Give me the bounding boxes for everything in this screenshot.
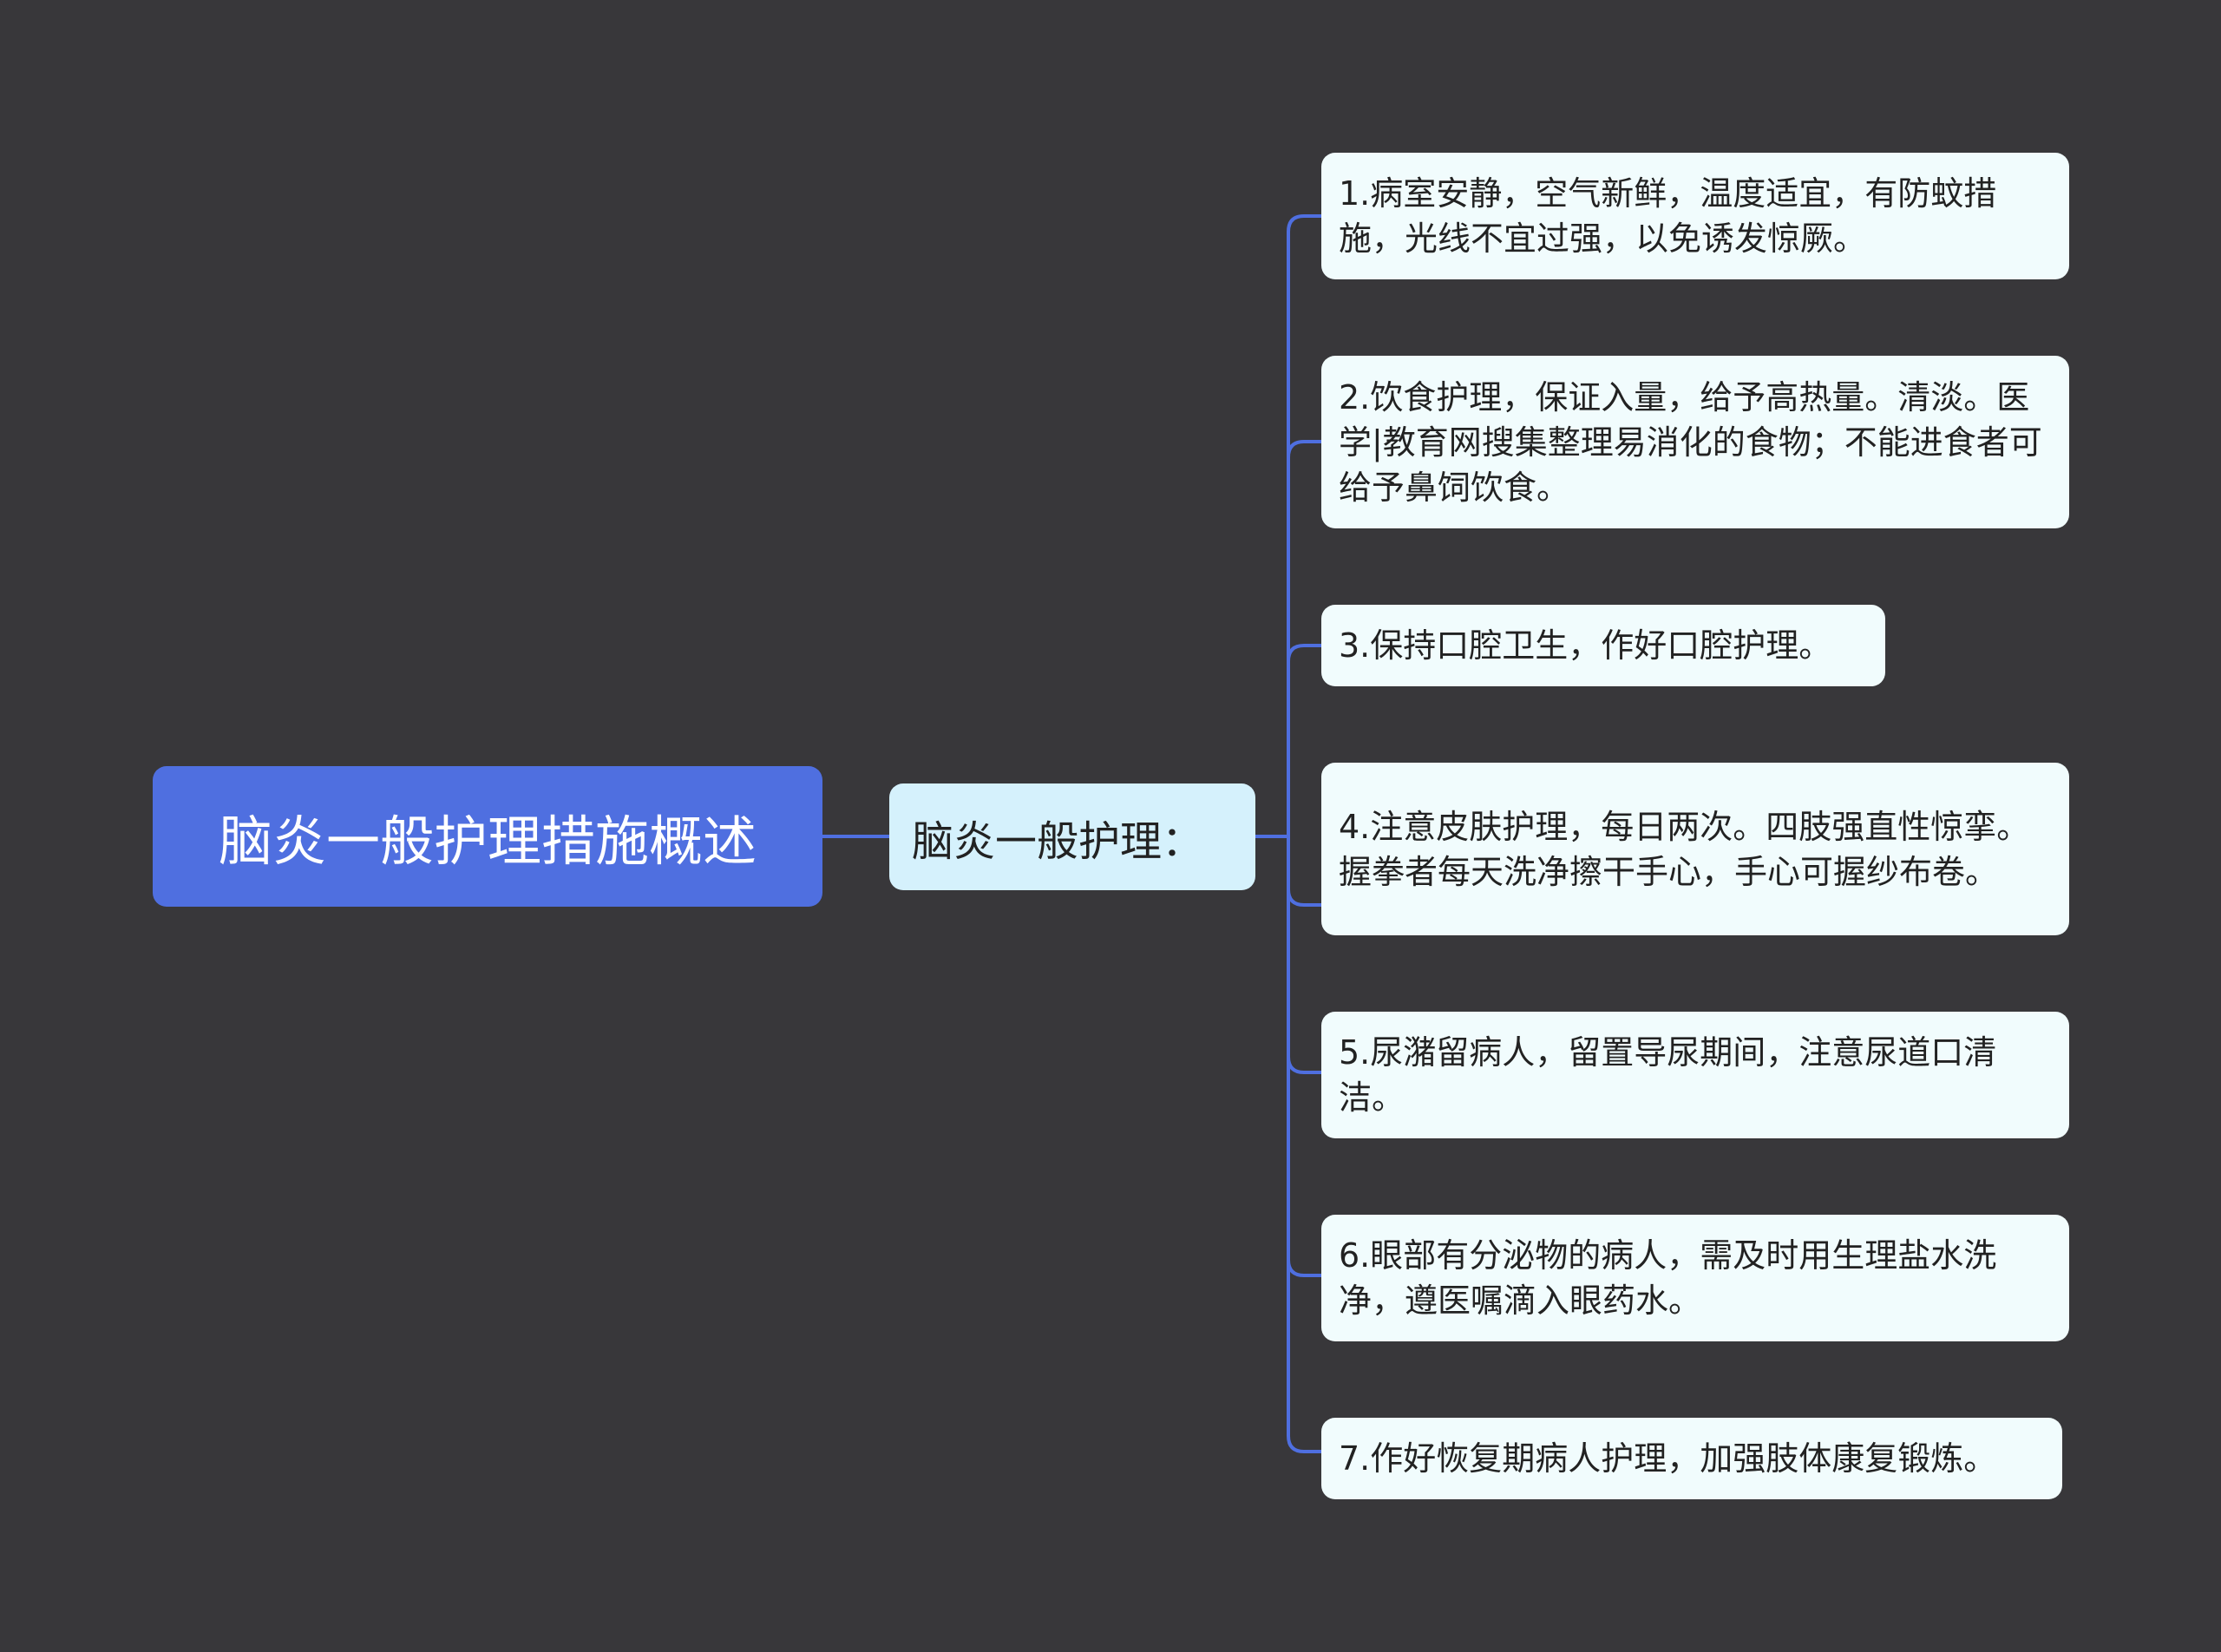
connector-leaf-1 (1287, 214, 1321, 233)
connector-leaf-6 (1287, 1259, 1321, 1277)
connector-leaf-3 (1287, 644, 1321, 662)
leaf-topic-5[interactable]: 5.尿潴留病人，留置导尿期间，注意尿道口清洁。 (1321, 1012, 2069, 1138)
branch-topic[interactable]: 脑炎一般护理： (889, 783, 1255, 890)
connector-leaf-7 (1287, 1435, 1321, 1453)
leaf-topic-label: 7.作好恢复期病人护理，加强肢体康复锻炼。 (1339, 1439, 1997, 1478)
leaf-topic-1[interactable]: 1.病室安静，空气新鲜，温度适宜，有防蚊措施，光线不宜过强，以免诱发惊厥。 (1321, 153, 2069, 279)
connector-leaf-4 (1287, 888, 1321, 907)
root-topic[interactable]: 脑炎一般护理措施概述 (153, 766, 822, 907)
root-topic-label: 脑炎一般护理措施概述 (218, 810, 757, 873)
leaf-topic-2[interactable]: 2.饮食护理，保证入量，给予高热量。清淡。医学|教育网搜集整理易消化的食物；不能… (1321, 356, 2069, 528)
leaf-topic-label: 3.保持口腔卫生，作好口腔护理。 (1339, 626, 1832, 665)
branch-topic-label: 脑炎一般护理： (912, 816, 1204, 866)
leaf-topic-7[interactable]: 7.作好恢复期病人护理，加强肢体康复锻炼。 (1321, 1418, 2062, 1499)
leaf-topic-label: 1.病室安静，空气新鲜，温度适宜，有防蚊措施，光线不宜过强，以免诱发惊厥。 (1339, 174, 1997, 258)
leaf-topic-label: 4.注意皮肤护理，每日两次。四肢强直性惊挛。握拳者每天洗净擦干手心，手心可握纱布… (1339, 807, 2030, 891)
leaf-topic-label: 6.眼部有分泌物的病人，需及时用生理盐水洗净，遵医嘱滴入眼药水。 (1339, 1236, 1997, 1320)
leaf-topic-label: 5.尿潴留病人，留置导尿期间，注意尿道口清洁。 (1339, 1033, 1997, 1117)
leaf-topic-3[interactable]: 3.保持口腔卫生，作好口腔护理。 (1321, 605, 1885, 686)
connector-leaf-5 (1287, 1056, 1321, 1074)
connector-leaf-2 (1287, 440, 1321, 458)
leaf-topic-4[interactable]: 4.注意皮肤护理，每日两次。四肢强直性惊挛。握拳者每天洗净擦干手心，手心可握纱布… (1321, 763, 2069, 935)
leaf-topic-label: 2.饮食护理，保证入量，给予高热量。清淡。医学|教育网搜集整理易消化的食物；不能… (1339, 377, 2042, 507)
leaf-topic-6[interactable]: 6.眼部有分泌物的病人，需及时用生理盐水洗净，遵医嘱滴入眼药水。 (1321, 1215, 2069, 1341)
